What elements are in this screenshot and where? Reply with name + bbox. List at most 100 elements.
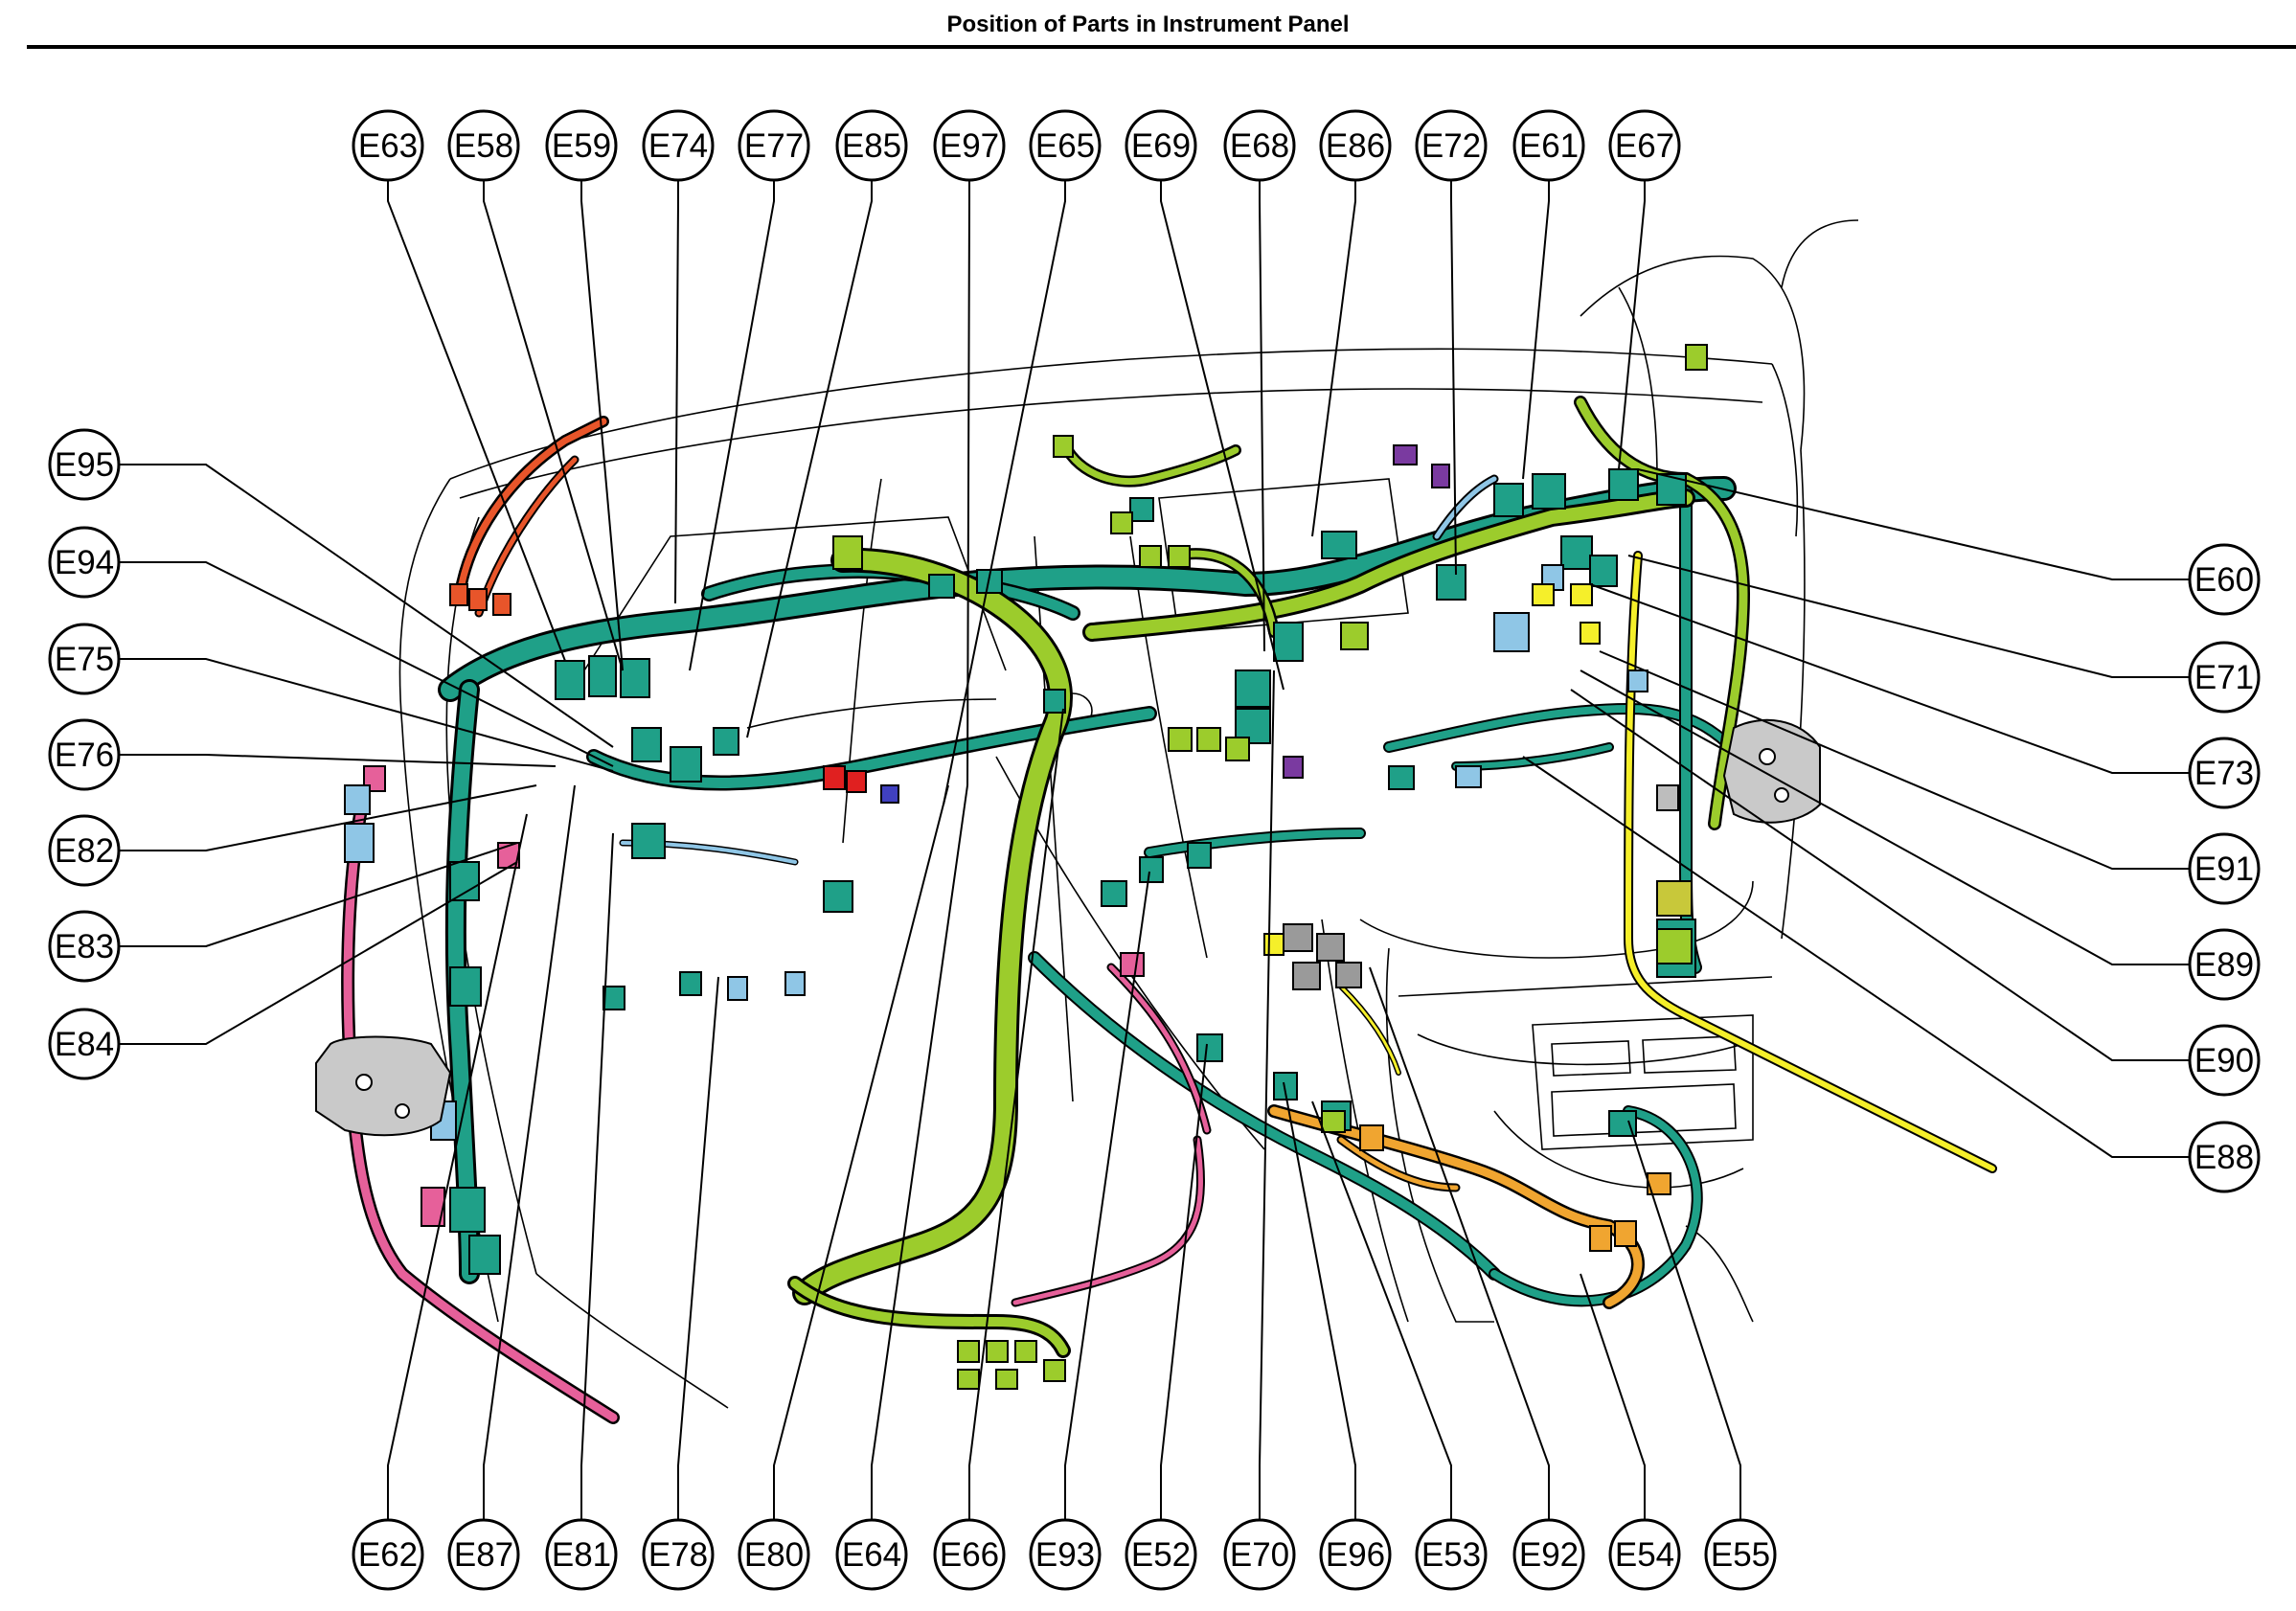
callout-e71: E71 <box>2188 641 2261 714</box>
callout-text: E71 <box>2194 659 2254 696</box>
callout-text: E97 <box>940 127 999 165</box>
callout-e59: E59 <box>545 109 618 182</box>
callout-circle <box>1512 1518 1585 1591</box>
callout-circle <box>2188 737 2261 809</box>
callout-e58: E58 <box>447 109 520 182</box>
callout-text: E96 <box>1326 1536 1385 1574</box>
leader-line <box>1522 756 2190 1158</box>
leader-line <box>1311 1100 1452 1520</box>
callout-circle <box>447 1518 520 1591</box>
callout-circle <box>2188 641 2261 714</box>
callout-e75: E75 <box>48 623 121 695</box>
callout-e64: E64 <box>835 1518 908 1591</box>
callout-circle <box>48 910 121 983</box>
callout-text: E63 <box>358 127 418 165</box>
leader-line <box>689 180 775 671</box>
callout-e93: E93 <box>1029 1518 1102 1591</box>
callout-text: E86 <box>1326 127 1385 165</box>
callout-text: E78 <box>648 1536 708 1574</box>
callout-circle <box>642 1518 715 1591</box>
leader-line <box>119 784 537 851</box>
callout-e52: E52 <box>1125 1518 1197 1591</box>
callout-e94: E94 <box>48 526 121 599</box>
callout-text: E87 <box>454 1536 513 1574</box>
callout-e85: E85 <box>835 109 908 182</box>
callout-e72: E72 <box>1415 109 1488 182</box>
callout-text: E85 <box>842 127 901 165</box>
leader-line <box>1160 1043 1208 1520</box>
leader-line <box>966 180 970 786</box>
callout-text: E88 <box>2194 1139 2254 1176</box>
callout-text: E92 <box>1519 1536 1579 1574</box>
callout-text: E52 <box>1131 1536 1191 1574</box>
leader-line <box>746 180 873 738</box>
leader-line <box>119 861 518 1045</box>
callout-e90: E90 <box>2188 1024 2261 1097</box>
callout-circle <box>545 109 618 182</box>
callout-text: E73 <box>2194 755 2254 792</box>
leader-line <box>119 658 614 772</box>
callout-text: E95 <box>55 446 114 484</box>
leader-line <box>119 842 518 947</box>
callout-e70: E70 <box>1223 1518 1296 1591</box>
leader-line <box>119 464 614 748</box>
callout-circle <box>545 1518 618 1591</box>
callout-circle <box>48 428 121 501</box>
callout-e88: E88 <box>2188 1121 2261 1193</box>
callout-e95: E95 <box>48 428 121 501</box>
leader-line <box>1627 555 2190 678</box>
callout-e74: E74 <box>642 109 715 182</box>
side-brackets <box>315 718 1821 1137</box>
leader-line <box>1064 871 1150 1520</box>
callout-e91: E91 <box>2188 832 2261 905</box>
callout-circle <box>1704 1518 1777 1591</box>
callout-e78: E78 <box>642 1518 715 1591</box>
callout-text: E61 <box>1519 127 1579 165</box>
callout-text: E58 <box>454 127 513 165</box>
leader-line <box>968 708 1064 1520</box>
callout-text: E74 <box>648 127 708 165</box>
callout-text: E65 <box>1035 127 1095 165</box>
callout-text: E54 <box>1615 1536 1674 1574</box>
leader-line <box>1369 966 1550 1520</box>
leader-line <box>1311 180 1356 537</box>
callout-circle <box>352 109 424 182</box>
callout-text: E90 <box>2194 1042 2254 1079</box>
callout-text: E60 <box>2194 561 2254 599</box>
callout-circle <box>48 718 121 791</box>
callout-circle <box>1512 109 1585 182</box>
callout-e84: E84 <box>48 1008 121 1080</box>
callout-e86: E86 <box>1319 109 1392 182</box>
leader-line <box>1450 180 1457 576</box>
callout-circle <box>1415 109 1488 182</box>
leader-line <box>387 813 528 1520</box>
leader-line <box>1580 669 2190 965</box>
callout-e87: E87 <box>447 1518 520 1591</box>
callout-e69: E69 <box>1125 109 1197 182</box>
callout-text: E68 <box>1230 127 1289 165</box>
leader-line <box>387 180 566 662</box>
callout-text: E93 <box>1035 1536 1095 1574</box>
callout-circle <box>1608 1518 1681 1591</box>
callout-text: E53 <box>1421 1536 1481 1574</box>
callout-e68: E68 <box>1223 109 1296 182</box>
callout-circle <box>933 109 1006 182</box>
callout-circle <box>1608 109 1681 182</box>
callout-e67: E67 <box>1608 109 1681 182</box>
callout-circle <box>48 623 121 695</box>
leader-line <box>1160 180 1284 691</box>
callout-circle <box>1223 109 1296 182</box>
leader-line <box>871 784 968 1520</box>
callout-circle <box>1319 1518 1392 1591</box>
callout-circle <box>738 1518 810 1591</box>
connectors <box>344 344 1708 1390</box>
callout-circle <box>1125 109 1197 182</box>
callout-text: E55 <box>1711 1536 1770 1574</box>
leader-line <box>1522 180 1550 480</box>
callout-text: E82 <box>55 832 114 870</box>
callout-text: E89 <box>2194 946 2254 984</box>
callout-circle <box>1319 109 1392 182</box>
callout-circle <box>2188 928 2261 1001</box>
leader-line <box>943 180 1066 806</box>
callout-text: E59 <box>552 127 611 165</box>
